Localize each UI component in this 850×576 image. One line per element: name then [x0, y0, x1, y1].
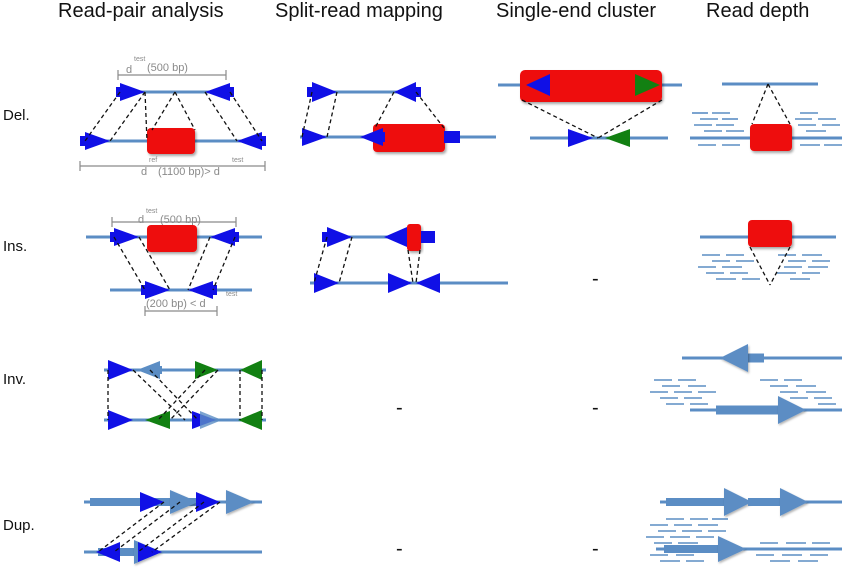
dim-label: d — [126, 64, 132, 76]
read-green — [635, 74, 660, 96]
read-blue — [196, 492, 220, 512]
column-title-split-read: Split-read mapping — [275, 0, 443, 22]
row-label-duplication: Dup. — [3, 517, 35, 534]
read-blue — [568, 129, 593, 147]
inv-read-pair-panel — [104, 360, 266, 430]
pairing-lines — [313, 236, 421, 284]
row-label-insertion: Ins. — [3, 238, 28, 255]
read-blue — [526, 74, 550, 96]
dim-label-sup: test — [232, 157, 243, 164]
dim-label: d — [138, 214, 144, 226]
duplicated-segment-arrow — [226, 490, 254, 514]
read-green — [605, 129, 630, 147]
pairing-lines — [113, 236, 236, 291]
row-label-deletion: Del. — [3, 107, 30, 124]
missing-marker-inv-split-read: - — [396, 397, 403, 419]
deleted-segment — [520, 70, 662, 102]
dim-label-sup: test — [134, 56, 145, 63]
dim-label-sup: test — [146, 208, 157, 215]
inverted-arrow — [720, 344, 748, 372]
row-label-inversion: Inv. — [3, 371, 27, 388]
read-blue — [96, 542, 120, 562]
ins-read-depth-panel — [698, 220, 836, 286]
ins-read-pair-panel: d test (500 bp) (200 bp) < d test — [86, 208, 262, 316]
reference-arrow — [778, 396, 806, 424]
missing-marker-dup-single-end: - — [592, 538, 599, 560]
read-pair-reads — [80, 83, 266, 150]
inv-read-depth-panel — [650, 344, 842, 424]
dim-label-value: (500 bp) — [147, 62, 188, 74]
pairing-lines — [301, 91, 445, 138]
duplicated-segment-arrow — [724, 488, 752, 516]
read-stack — [646, 518, 830, 562]
read-blue — [138, 542, 162, 562]
column-title-single-end: Single-end cluster — [496, 0, 657, 22]
pairing-lines — [107, 369, 263, 421]
inserted-segment — [748, 220, 792, 247]
deleted-segment — [147, 128, 195, 154]
read-stack — [692, 112, 842, 146]
column-title-read-pair: Read-pair analysis — [58, 0, 224, 22]
inserted-segment — [407, 224, 421, 251]
duplicated-segment-arrow — [780, 488, 808, 516]
deleted-segment — [750, 124, 792, 151]
read-pair-reads — [110, 228, 239, 299]
read-stack — [650, 379, 836, 405]
pairing-lines — [521, 99, 663, 139]
dup-read-pair-panel — [84, 490, 262, 564]
dup-read-depth-panel — [646, 488, 842, 562]
dim-label-sup: ref — [149, 157, 157, 164]
del-split-read-panel — [300, 82, 496, 152]
del-single-end-panel — [498, 70, 682, 147]
dimension-marker — [111, 217, 237, 316]
read-stack — [698, 254, 830, 280]
dim-label-value: (500 bp) — [160, 214, 201, 226]
ins-split-read-panel — [310, 224, 508, 293]
column-title-read-depth: Read depth — [706, 0, 810, 22]
del-read-pair-panel: d test (500 bp) d ref (1100 bp)> d test — [79, 56, 266, 178]
dim-label-value: (1100 bp)> d — [158, 166, 220, 178]
missing-marker-inv-single-end: - — [592, 397, 599, 419]
dim-label-value: (200 bp) < d — [146, 298, 206, 310]
pairing-lines — [751, 83, 791, 125]
dimension-marker — [79, 70, 266, 171]
dim-label-sup: test — [226, 291, 237, 298]
duplicated-segment-arrow — [170, 490, 198, 514]
pairing-lines — [749, 246, 791, 286]
dim-label: d — [141, 166, 147, 178]
del-read-depth-panel — [690, 82, 842, 151]
inversion-reads — [108, 360, 262, 430]
pairing-lines — [84, 91, 263, 142]
missing-marker-ins-single-end: - — [592, 268, 599, 290]
pairing-lines — [97, 501, 221, 553]
reference-segment-arrow — [718, 536, 746, 562]
deleted-segment — [373, 124, 445, 152]
read-blue — [140, 492, 164, 512]
inserted-segment — [147, 225, 197, 252]
split-reads — [302, 82, 460, 146]
split-reads — [314, 227, 440, 293]
missing-marker-dup-split-read: - — [396, 538, 403, 560]
